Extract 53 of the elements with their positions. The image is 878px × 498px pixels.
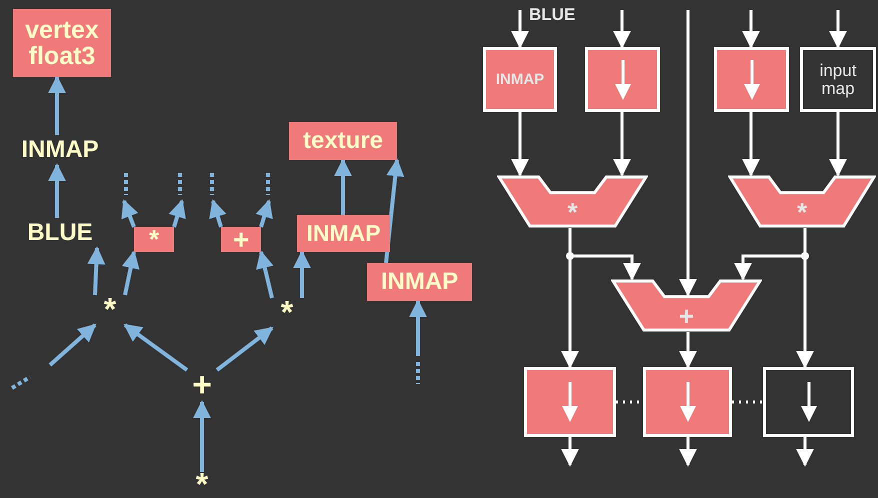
arrow xyxy=(48,75,66,135)
block-box xyxy=(585,47,660,112)
operator-trapezoid: * xyxy=(728,175,876,228)
node-label: + xyxy=(187,370,217,402)
block-box: input map xyxy=(800,47,876,112)
arrow xyxy=(193,400,211,472)
arrow xyxy=(334,158,352,215)
node-label: BLUE xyxy=(20,218,100,248)
arrow xyxy=(293,250,311,298)
process-box: vertex float3 xyxy=(13,9,111,77)
block-box xyxy=(524,367,616,437)
connector-line xyxy=(732,400,763,404)
arrow xyxy=(511,10,529,49)
operator-box: + xyxy=(221,227,261,252)
arrow xyxy=(209,199,226,228)
arrow xyxy=(679,437,697,467)
arrow xyxy=(829,112,847,177)
node-label: * xyxy=(187,472,217,498)
operator-box: * xyxy=(134,227,174,252)
operator-trapezoid: + xyxy=(611,279,762,332)
process-box: INMAP xyxy=(297,215,390,252)
arrow xyxy=(168,199,186,228)
arrow xyxy=(742,112,760,177)
arrow xyxy=(679,10,697,297)
arrow xyxy=(124,323,188,372)
arrow xyxy=(256,199,273,228)
arrow xyxy=(48,324,96,366)
block-box xyxy=(643,367,732,437)
arrow xyxy=(613,112,631,177)
arrow xyxy=(87,246,106,296)
arrow xyxy=(511,112,529,177)
arrow xyxy=(121,199,138,228)
block-box: INMAP xyxy=(483,47,557,112)
arrow xyxy=(409,299,427,356)
arrow xyxy=(216,326,274,372)
arrow xyxy=(742,10,760,49)
arrow xyxy=(829,10,847,49)
block-box xyxy=(714,47,789,112)
node-label: * xyxy=(272,298,302,328)
arrow xyxy=(561,437,579,467)
arrow xyxy=(48,163,66,218)
process-box: INMAP xyxy=(367,263,472,301)
arrow xyxy=(613,10,631,49)
arrow xyxy=(679,332,697,369)
process-box: texture xyxy=(289,122,397,160)
arrow xyxy=(256,250,274,298)
arrow xyxy=(384,158,404,264)
operator-trapezoid: * xyxy=(497,175,648,228)
block-box xyxy=(763,367,854,437)
arrow xyxy=(796,437,814,467)
arrow xyxy=(122,250,140,296)
node-label: * xyxy=(95,295,125,325)
node-label: INMAP xyxy=(15,135,105,165)
